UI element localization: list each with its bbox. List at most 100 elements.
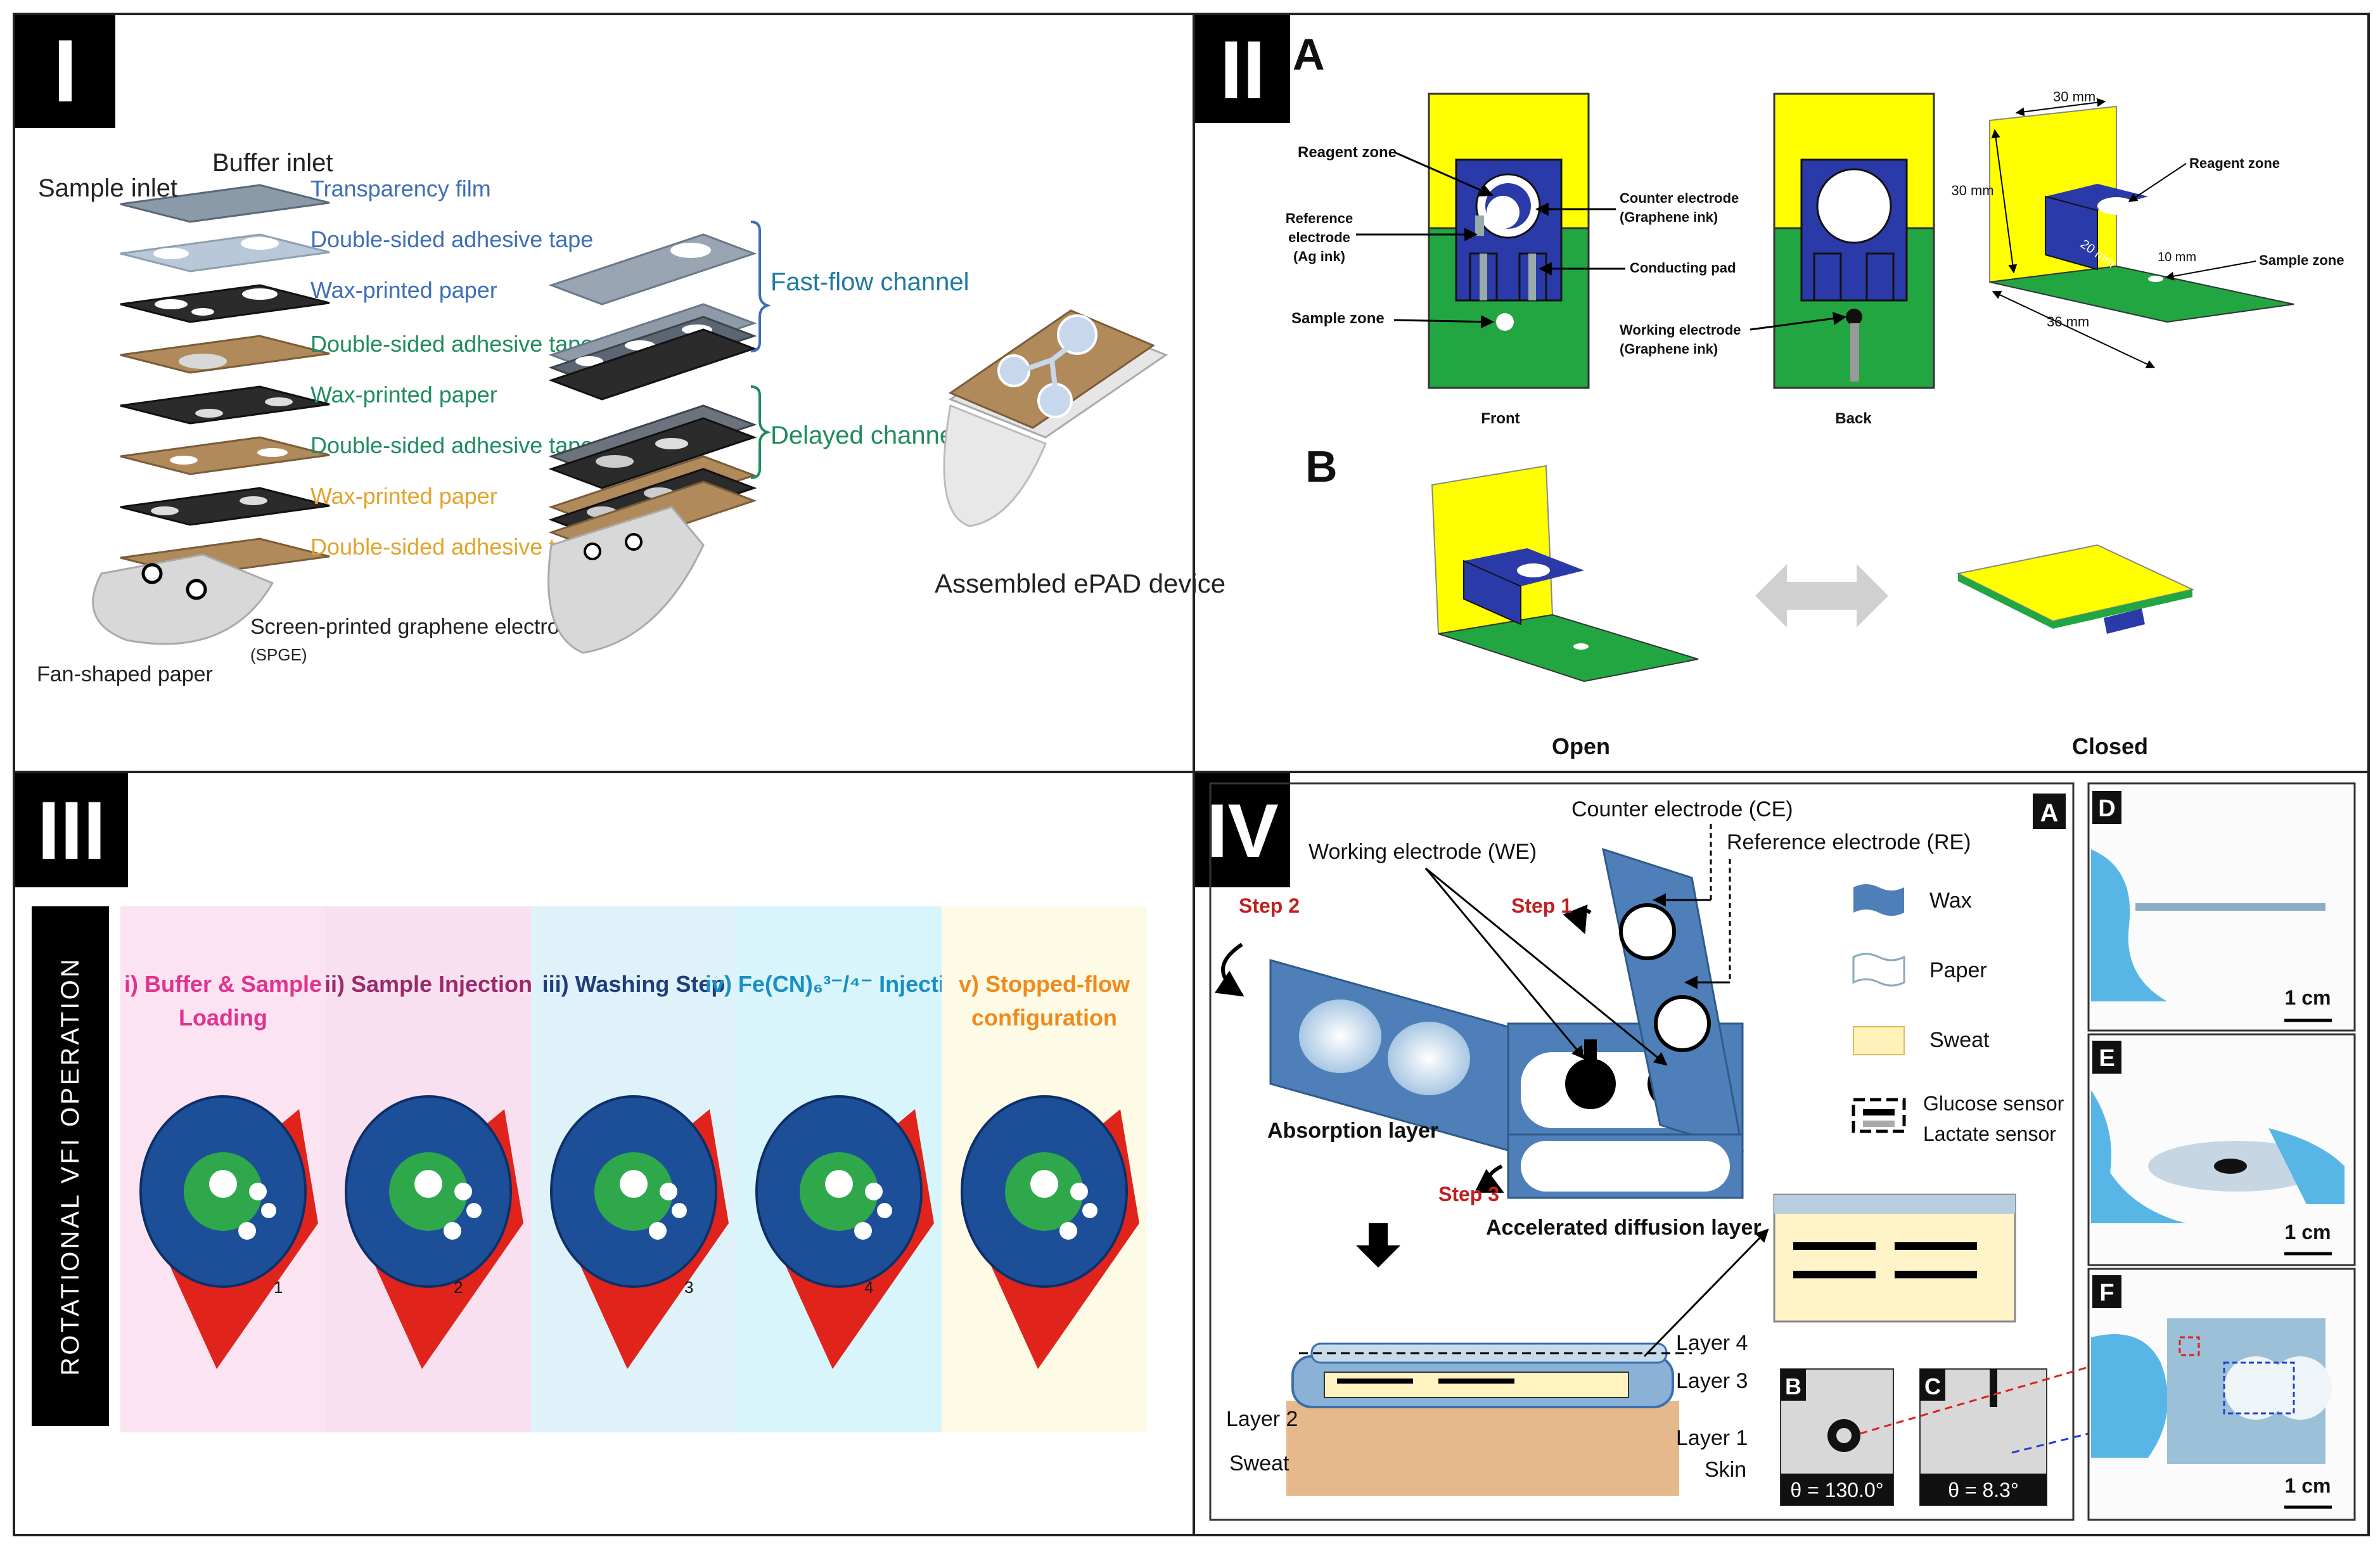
side-label-bar xyxy=(32,906,109,1426)
panel-iv-label: IV xyxy=(1206,788,1278,873)
absorption-layer-label: Absorption layer xyxy=(1267,1119,1438,1143)
accelerated-diffusion-label: Accelerated diffusion layer xyxy=(1486,1216,1762,1240)
reservoir xyxy=(1070,1183,1088,1200)
reservoir xyxy=(620,1170,648,1198)
reservoir xyxy=(466,1203,482,1218)
channel-assembly xyxy=(547,233,757,654)
step-number: 2 xyxy=(454,1278,463,1297)
reservoir xyxy=(238,1222,256,1240)
theta-b-label: θ = 130.0° xyxy=(1790,1479,1883,1501)
scale-f: 1 cm xyxy=(2285,1474,2331,1497)
open-label: Open xyxy=(1552,733,1610,759)
reservoir xyxy=(249,1183,267,1200)
reservoir xyxy=(261,1203,276,1218)
reservoir xyxy=(825,1170,853,1198)
sample-inlet-label: Sample inlet xyxy=(38,174,177,202)
front-view-device xyxy=(1428,93,1590,389)
step2-label: Step 2 xyxy=(1239,894,1300,917)
sample-zone-3d-label: Sample zone xyxy=(2259,252,2344,268)
layer2-label: Layer 2 xyxy=(1226,1407,1298,1431)
panel-ii-label: II xyxy=(1220,23,1265,116)
back-view-device xyxy=(1773,93,1935,389)
sweat-label: Sweat xyxy=(1229,1451,1289,1475)
dim-30-top: 30 mm xyxy=(2053,89,2095,105)
legend-sweat: Sweat xyxy=(1929,1028,1990,1052)
rotational-vfi-label: ROTATIONAL VFI OPERATION xyxy=(56,956,84,1375)
layer-label: Wax-printed paper xyxy=(310,483,497,509)
panel-ii: II A B Reagent z xyxy=(1195,15,2344,759)
dim-30-side: 30 mm xyxy=(1951,183,1993,198)
open-device xyxy=(1431,465,1699,683)
iv-label-d: D xyxy=(2098,795,2115,822)
front-label: Front xyxy=(1481,410,1519,427)
step-title-line1: i) Buffer & Sample xyxy=(124,971,322,997)
working-electrode-label-1: Working electrode xyxy=(1620,322,1741,338)
reference-electrode-label-2: electrode xyxy=(1288,229,1350,245)
reservoir xyxy=(454,1183,472,1200)
iv-label-a: A xyxy=(2040,799,2059,827)
three-d-view-device xyxy=(1989,105,2294,323)
layer-label: Wax-printed paper xyxy=(310,277,497,303)
step-number: 4 xyxy=(864,1278,873,1297)
panel-iii-label: III xyxy=(37,784,106,877)
step-title-line2: Loading xyxy=(179,1005,267,1031)
counter-electrode-label-1: Counter electrode xyxy=(1620,190,1739,206)
reservoir xyxy=(865,1183,883,1200)
step3-label: Step 3 xyxy=(1438,1183,1499,1205)
reservoir xyxy=(444,1222,461,1240)
assembled-epad-label: Assembled ePAD device xyxy=(935,569,1225,598)
cross-section-detail xyxy=(1773,1193,2016,1323)
subpanel-b-label: B xyxy=(1305,442,1338,491)
contact-angle-b: B θ = 130.0° xyxy=(1780,1368,1894,1506)
reservoir xyxy=(209,1170,237,1198)
legend-paper: Paper xyxy=(1929,958,1987,982)
layer-label: Double-sided adhesive tape xyxy=(310,534,593,560)
step-title-line1: ii) Sample Injection xyxy=(324,971,532,997)
delayed-channel-label: Delayed channel xyxy=(771,421,959,449)
patch-exploded-view xyxy=(1269,847,1744,1199)
counter-electrode-ce-label: Counter electrode (CE) xyxy=(1571,797,1793,821)
panel-iii: III ROTATIONAL VFI OPERATION i) Buffer &… xyxy=(15,773,1147,1432)
contact-angle-c: C θ = 8.3° xyxy=(1919,1368,2047,1506)
panel-ii-label-box xyxy=(1195,15,1290,123)
sample-zone-label: Sample zone xyxy=(1291,310,1385,327)
layer1-label: Layer 1 xyxy=(1676,1426,1748,1450)
assembled-epad-device xyxy=(943,309,1168,527)
layer-label: Transparency film xyxy=(310,176,491,202)
reference-electrode-label-3: (Ag ink) xyxy=(1293,248,1345,264)
working-electrode-we-label: Working electrode (WE) xyxy=(1308,840,1537,864)
layer-stack xyxy=(1286,1342,1692,1496)
layer-label: Double-sided adhesive tape xyxy=(310,226,593,252)
reservoir xyxy=(1030,1170,1058,1198)
reagent-zone-3d-label: Reagent zone xyxy=(2189,155,2280,171)
layer3-label: Layer 3 xyxy=(1676,1369,1748,1393)
fan-paper-label: Fan-shaped paper xyxy=(37,662,213,686)
dim-36: 36 mm xyxy=(2047,314,2089,330)
reservoir xyxy=(414,1170,442,1198)
closed-device xyxy=(1955,544,2195,634)
vfi-step: ii) Sample Injection 2 xyxy=(324,906,532,1432)
reservoir xyxy=(660,1183,677,1200)
dim-10: 10 mm xyxy=(2158,250,2196,264)
spge-label: Screen-printed graphene electrode xyxy=(250,615,583,639)
iv-label-e: E xyxy=(2099,1045,2114,1072)
scale-e: 1 cm xyxy=(2285,1221,2331,1244)
step-number: 3 xyxy=(684,1278,693,1297)
legend-lactate: Lactate sensor xyxy=(1923,1122,2056,1145)
panel-borders xyxy=(13,13,2370,1536)
counter-electrode-label-2: (Graphene ink) xyxy=(1620,209,1718,225)
photo-f: F 1 cm xyxy=(2087,1268,2356,1521)
reference-electrode-re-label: Reference electrode (RE) xyxy=(1727,830,1971,854)
reservoir xyxy=(854,1222,872,1240)
panel-i-label-box xyxy=(15,15,115,128)
layer-label: Double-sided adhesive tape xyxy=(310,331,593,357)
step1-label: Step 1 xyxy=(1511,894,1572,917)
legend-wax: Wax xyxy=(1929,889,1972,913)
reagent-zone-label: Reagent zone xyxy=(1298,144,1397,161)
panel-i-label: I xyxy=(53,21,78,120)
